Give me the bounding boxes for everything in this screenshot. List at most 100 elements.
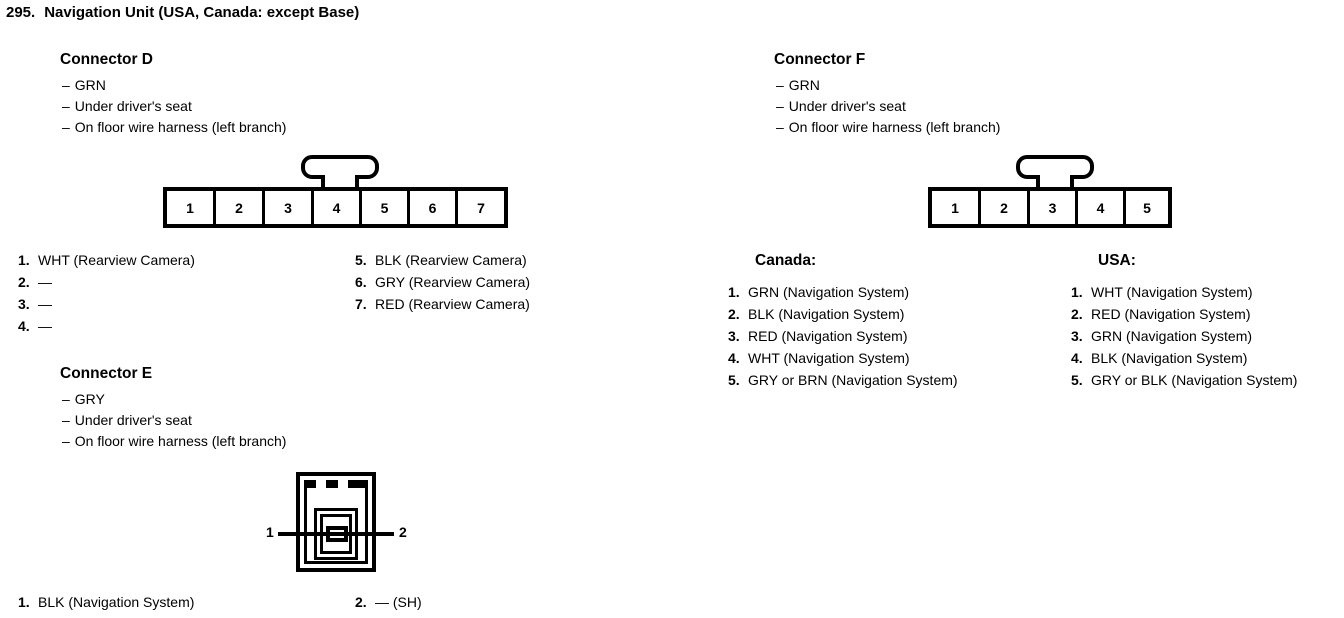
pin-row: 2. — (SH): [355, 591, 422, 613]
connector-f-body: 1 2 3 4 5: [928, 187, 1172, 228]
pin-number: 1.: [18, 594, 30, 610]
pin-description: —: [38, 318, 52, 334]
pin-description: BLK (Navigation System): [1091, 350, 1248, 366]
pin-description: —: [38, 296, 52, 312]
connector-d-body: 1 2 3 4 5 6 7: [163, 187, 508, 228]
pin-number: 3.: [18, 296, 30, 312]
bullet-text: GRY: [74, 391, 105, 407]
connector-e-bullet-2: –On floor wire harness (left branch): [62, 431, 286, 452]
connector-e-heading: Connector E: [60, 365, 153, 382]
pin-description: GRY (Rearview Camera): [375, 274, 531, 290]
connector-f-heading: Connector F: [774, 51, 866, 68]
bullet-text: Under driver's seat: [74, 98, 192, 114]
pin-description: GRN (Navigation System): [748, 284, 910, 300]
pin-row: 3. RED (Navigation System): [728, 325, 958, 347]
bullet-text: Under driver's seat: [788, 98, 906, 114]
pin-row: 2. BLK (Navigation System): [728, 303, 958, 325]
pin-description: GRN (Navigation System): [1091, 328, 1253, 344]
pin-description: WHT (Navigation System): [1091, 284, 1253, 300]
pin-row: 4. BLK (Navigation System): [1071, 347, 1297, 369]
connector-f-bullet-2: –On floor wire harness (left branch): [776, 117, 1000, 138]
pin-row: 4.WHT (Navigation System): [728, 347, 958, 369]
castellation-notch: [338, 480, 348, 488]
connector-e-bullet-0: –GRY: [62, 389, 286, 410]
pin-number: 5.: [1071, 372, 1083, 388]
page-title: 295.Navigation Unit (USA, Canada: except…: [6, 4, 359, 21]
dash-glyph: –: [776, 98, 784, 114]
connector-e-bullets: –GRY –Under driver's seat –On floor wire…: [62, 389, 286, 452]
pin-number: 7.: [355, 296, 367, 312]
connector-e-pin-label-1: 1: [266, 524, 274, 540]
pin-description: RED (Rearview Camera): [375, 296, 530, 312]
pin-description: —: [38, 274, 52, 290]
pin-number: 2.: [1071, 306, 1083, 322]
connector-f-bullet-0: –GRN: [776, 75, 1000, 96]
pin-number: 4.: [1071, 350, 1083, 366]
connector-e-pin-list-right: 2. — (SH): [355, 591, 422, 613]
pin-row: 2. RED (Navigation System): [1071, 303, 1297, 325]
pin-cell-4: 4: [1078, 191, 1126, 224]
pin-cell-3: 3: [265, 191, 314, 224]
pin-number: 2.: [728, 306, 740, 322]
connector-e-pin-diagram: 1 2: [266, 470, 426, 580]
pin-row: 1. WHT (Navigation System): [1071, 281, 1297, 303]
connector-f-bullet-1: –Under driver's seat: [776, 96, 1000, 117]
connector-f-bullets: –GRN –Under driver's seat –On floor wire…: [776, 75, 1000, 138]
pin-description: — (SH): [375, 594, 422, 610]
connector-d-bullet-2: –On floor wire harness (left branch): [62, 117, 286, 138]
pin-number: 2.: [355, 594, 367, 610]
dash-glyph: –: [62, 433, 70, 449]
dash-glyph: –: [776, 77, 784, 93]
pin-row: 4. —: [18, 315, 195, 337]
pin-row: 2.—: [18, 271, 195, 293]
connector-f-pin-list-canada: 1. GRN (Navigation System) 2. BLK (Navigat…: [728, 281, 958, 391]
pin-row: 5.GRY or BLK (Navigation System): [1071, 369, 1297, 391]
connector-d-pin-diagram: 1 2 3 4 5 6 7: [163, 155, 513, 235]
pin-number: 1.: [1071, 284, 1083, 300]
bullet-text: On floor wire harness (left branch): [74, 433, 287, 449]
pin-description: BLK (Rearview Camera): [375, 252, 527, 268]
pin-number: 5.: [355, 252, 367, 268]
connector-e-pin-axis: [278, 532, 394, 536]
pin-cell-1: 1: [932, 191, 981, 224]
pin-row: 1. WHT (Rearview Camera): [18, 249, 195, 271]
pin-cell-5: 5: [362, 191, 410, 224]
dash-glyph: –: [62, 391, 70, 407]
pin-cell-4: 4: [314, 191, 362, 224]
bullet-text: On floor wire harness (left branch): [74, 119, 287, 135]
castellation-notch: [316, 480, 326, 488]
pin-row: 5.GRY or BRN (Navigation System): [728, 369, 958, 391]
pin-description: RED (Navigation System): [1091, 306, 1251, 322]
pin-description: RED (Navigation System): [748, 328, 908, 344]
pin-cell-2: 2: [216, 191, 265, 224]
pin-number: 3.: [1071, 328, 1083, 344]
pin-cell-5: 5: [1126, 191, 1168, 224]
connector-d-heading: Connector D: [60, 51, 153, 68]
connector-d-bullet-1: –Under driver's seat: [62, 96, 286, 117]
dash-glyph: –: [62, 98, 70, 114]
pin-number: 6.: [355, 274, 367, 290]
pin-row: 5. BLK (Rearview Camera): [355, 249, 530, 271]
connector-e-pin-label-2: 2: [399, 524, 407, 540]
pin-number: 1.: [18, 252, 30, 268]
pin-cell-2: 2: [981, 191, 1030, 224]
pin-row: 6. GRY (Rearview Camera): [355, 271, 530, 293]
pin-number: 3.: [728, 328, 740, 344]
canada-heading: Canada:: [755, 252, 817, 269]
pin-cell-1: 1: [167, 191, 216, 224]
connector-f-pin-list-usa: 1. WHT (Navigation System) 2. RED (Navigat…: [1071, 281, 1297, 391]
pin-cell-6: 6: [410, 191, 458, 224]
pin-number: 4.: [728, 350, 740, 366]
connector-f-pin-diagram: 1 2 3 4 5: [928, 155, 1178, 235]
connector-d-pin-list-left: 1. WHT (Rearview Camera) 2.— 3. — 4. —: [18, 249, 195, 337]
pin-cell-3: 3: [1030, 191, 1078, 224]
bullet-text: On floor wire harness (left branch): [788, 119, 1001, 135]
bullet-text: GRN: [74, 77, 106, 93]
pin-row: 3. —: [18, 293, 195, 315]
pin-description: WHT (Rearview Camera): [38, 252, 195, 268]
pin-description: BLK (Navigation System): [748, 306, 905, 322]
pin-number: 1.: [728, 284, 740, 300]
dash-glyph: –: [62, 412, 70, 428]
pin-number: 4.: [18, 318, 30, 334]
pin-row: 1. GRN (Navigation System): [728, 281, 958, 303]
